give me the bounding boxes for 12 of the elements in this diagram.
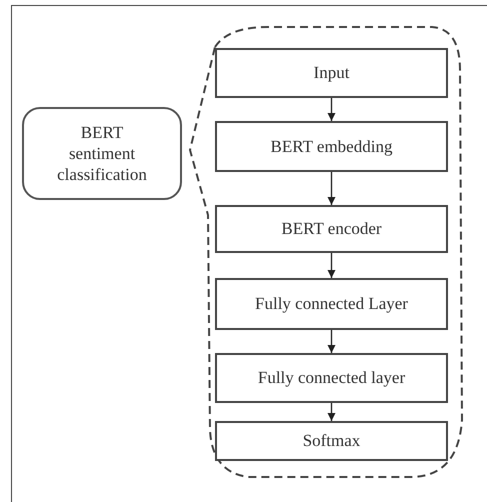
arrow — [328, 172, 336, 205]
process-box: BERT encoder — [215, 205, 448, 253]
process-box: BERT embedding — [215, 121, 448, 172]
arrow — [328, 98, 336, 121]
rounded-box: BERT sentiment classification — [22, 107, 182, 200]
arrow — [328, 330, 336, 353]
process-box: Softmax — [215, 421, 448, 461]
process-box: Fully connected layer — [215, 353, 448, 403]
arrow — [328, 253, 336, 278]
process-box: Fully connected Layer — [215, 278, 448, 330]
process-box: Input — [215, 48, 448, 98]
arrow — [328, 403, 336, 421]
